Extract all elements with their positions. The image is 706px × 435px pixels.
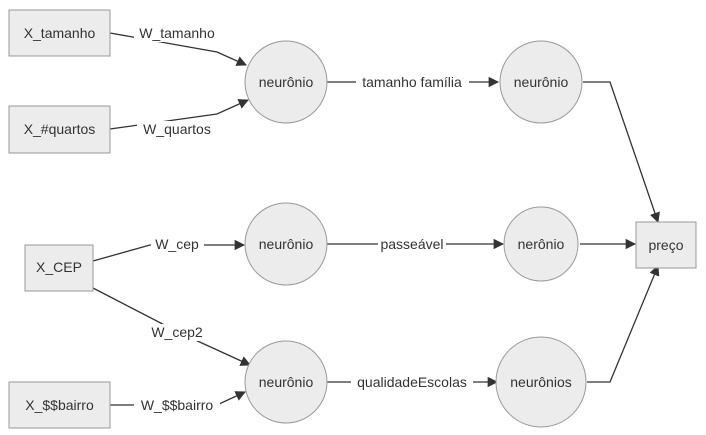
edge-label-passeavel: passeável	[380, 236, 443, 252]
edge-x-cep-to-neuron3	[92, 239, 246, 262]
edge-label-w-bairro: W_$$bairro	[141, 397, 214, 413]
input-label-x-tamanho: X_tamanho	[24, 25, 96, 41]
edge-label-w-cep: W_cep	[155, 236, 199, 252]
edge-label-qualidade-escolas: qualidadeEscolas	[357, 374, 467, 390]
edge-neuron6-to-preco	[587, 265, 660, 383]
input-node-x-quartos: X_#quartos	[8, 105, 111, 154]
neuron-node-4: neurônio	[244, 340, 328, 424]
input-node-x-cep: X_CEP	[24, 244, 94, 292]
edge-label-w-cep2: W_cep2	[151, 324, 203, 340]
neuron-node-3: neurônio	[244, 202, 328, 286]
input-label-x-cep: X_CEP	[36, 259, 82, 275]
input-node-x-tamanho: X_tamanho	[8, 9, 111, 57]
neuron-nodes: neurônio neurônio neurônio neurônio nerô…	[244, 40, 587, 428]
neuron-label-3: neurônio	[259, 236, 314, 252]
neuron-label-1: neurônio	[259, 74, 314, 90]
neuron-label-4: neurônio	[259, 374, 314, 390]
neuron-node-6: neurônios	[495, 336, 587, 428]
neuron-label-5: nerônio	[518, 236, 565, 252]
input-label-x-bairro: X_$$bairro	[25, 397, 94, 413]
input-node-x-bairro: X_$$bairro	[8, 381, 111, 429]
neuron-node-2: neurônio	[499, 40, 583, 124]
edge-label-w-tamanho: W_tamanho	[139, 25, 215, 41]
neuron-node-1: neurônio	[244, 40, 328, 124]
neuron-label-2: neurônio	[514, 74, 569, 90]
edge-label-w-quartos: W_quartos	[143, 121, 211, 137]
input-nodes: X_tamanho X_#quartos X_CEP X_$$bairro	[8, 9, 111, 429]
edge-neuron2-to-preco	[583, 81, 660, 223]
output-node-preco: preço	[635, 221, 697, 269]
edge-label-tamanho-familia: tamanho família	[362, 74, 462, 90]
neuron-node-5: nerônio	[503, 206, 579, 282]
input-label-x-quartos: X_#quartos	[24, 121, 96, 137]
edge-labels: W_tamanho W_quartos tamanho família W_ce…	[134, 25, 473, 414]
neuron-label-6: neurônios	[510, 374, 572, 390]
output-label-preco: preço	[648, 237, 683, 253]
